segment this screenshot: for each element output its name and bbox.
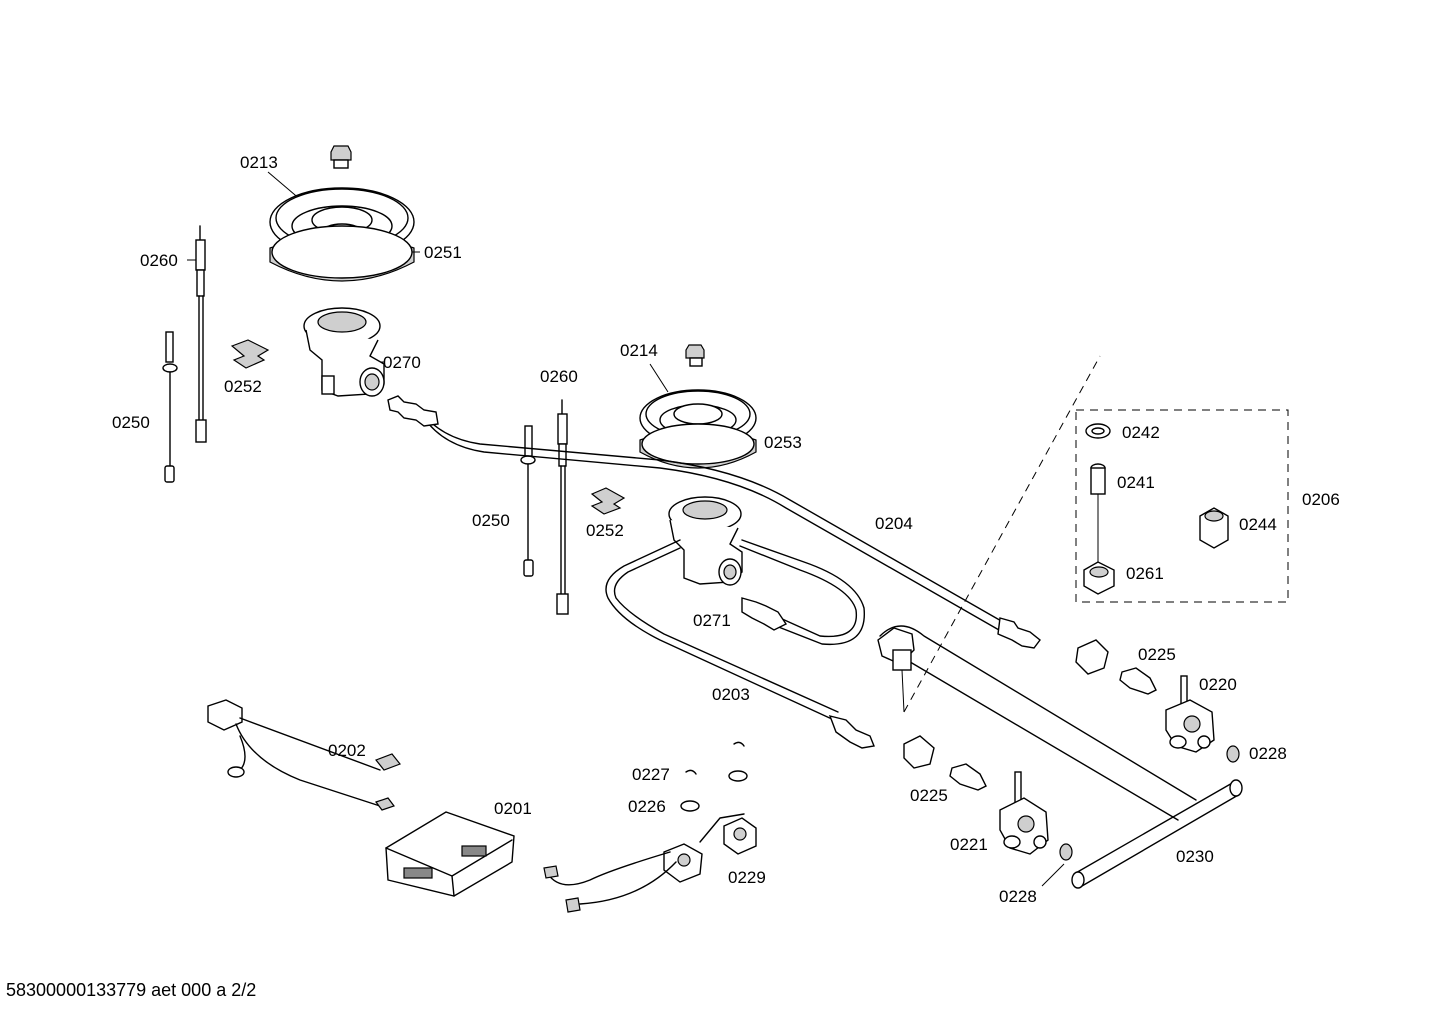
label-0201: 0201 bbox=[494, 799, 532, 818]
label-0230: 0230 bbox=[1176, 847, 1214, 866]
nozzle-0213 bbox=[330, 145, 352, 169]
burner-base-0271 bbox=[668, 496, 743, 586]
thermocouple-0260-center bbox=[556, 399, 569, 615]
document-id-footer: 58300000133779 aet 000 a 2/2 bbox=[6, 980, 257, 1000]
switch-0229 bbox=[543, 813, 757, 913]
label-0229: 0229 bbox=[728, 868, 766, 887]
injector-0225-lower bbox=[903, 735, 987, 791]
nut-0261 bbox=[1083, 561, 1115, 595]
label-0206: 0206 bbox=[1302, 490, 1340, 509]
label-0260-center: 0260 bbox=[540, 367, 578, 386]
nozzle-0214 bbox=[685, 344, 705, 367]
gas-pipe-0204 bbox=[387, 395, 1041, 649]
spark-electrode-0250-left bbox=[162, 331, 178, 483]
label-0203: 0203 bbox=[712, 685, 750, 704]
label-0214: 0214 bbox=[620, 341, 658, 360]
label-0261: 0261 bbox=[1126, 564, 1164, 583]
label-0202: 0202 bbox=[328, 741, 366, 760]
burner-ring-0253 bbox=[639, 423, 757, 469]
washer-0226 bbox=[680, 770, 748, 812]
label-0260-left: 0260 bbox=[140, 251, 178, 270]
label-0221: 0221 bbox=[950, 835, 988, 854]
wire-harness-0202 bbox=[207, 699, 401, 811]
label-0225-lower: 0225 bbox=[910, 786, 948, 805]
label-0271: 0271 bbox=[693, 611, 731, 630]
washer-0228-upper bbox=[1226, 745, 1240, 763]
clip-0227 bbox=[685, 741, 745, 775]
valve-0221 bbox=[999, 771, 1049, 855]
label-0226: 0226 bbox=[628, 797, 666, 816]
burner-base-0270 bbox=[303, 307, 385, 397]
washer-0228-lower bbox=[1059, 843, 1073, 861]
valve-0220 bbox=[1165, 675, 1215, 753]
label-0252-center: 0252 bbox=[586, 521, 624, 540]
clip-0252-center bbox=[590, 487, 626, 515]
manifold-0230 bbox=[877, 625, 1243, 889]
sleeve-0241 bbox=[1090, 463, 1106, 495]
label-0220: 0220 bbox=[1199, 675, 1237, 694]
label-0250-center: 0250 bbox=[472, 511, 510, 530]
burner-ring-0251 bbox=[269, 225, 415, 282]
label-0250-left: 0250 bbox=[112, 413, 150, 432]
label-0242: 0242 bbox=[1122, 423, 1160, 442]
label-0244: 0244 bbox=[1239, 515, 1277, 534]
label-0228-lower: 0228 bbox=[999, 887, 1037, 906]
thermocouple-0260-left bbox=[195, 225, 207, 443]
label-0253: 0253 bbox=[764, 433, 802, 452]
nut-0244 bbox=[1199, 507, 1229, 549]
label-0204: 0204 bbox=[875, 514, 913, 533]
label-0213: 0213 bbox=[240, 153, 278, 172]
label-0228-upper: 0228 bbox=[1249, 744, 1287, 763]
label-0227: 0227 bbox=[632, 765, 670, 784]
ignition-module-0201 bbox=[385, 811, 515, 897]
clip-0252-left bbox=[230, 339, 270, 369]
label-0270: 0270 bbox=[383, 353, 421, 372]
injector-0225-upper bbox=[1075, 639, 1157, 695]
spark-electrode-0250-center bbox=[520, 425, 536, 577]
gas-pipe-0203 bbox=[605, 539, 875, 749]
label-0225-upper: 0225 bbox=[1138, 645, 1176, 664]
seal-0242 bbox=[1085, 423, 1111, 439]
label-0252-left: 0252 bbox=[224, 377, 262, 396]
detail-box-0206 bbox=[1075, 409, 1289, 603]
label-0241: 0241 bbox=[1117, 473, 1155, 492]
label-0251: 0251 bbox=[424, 243, 462, 262]
